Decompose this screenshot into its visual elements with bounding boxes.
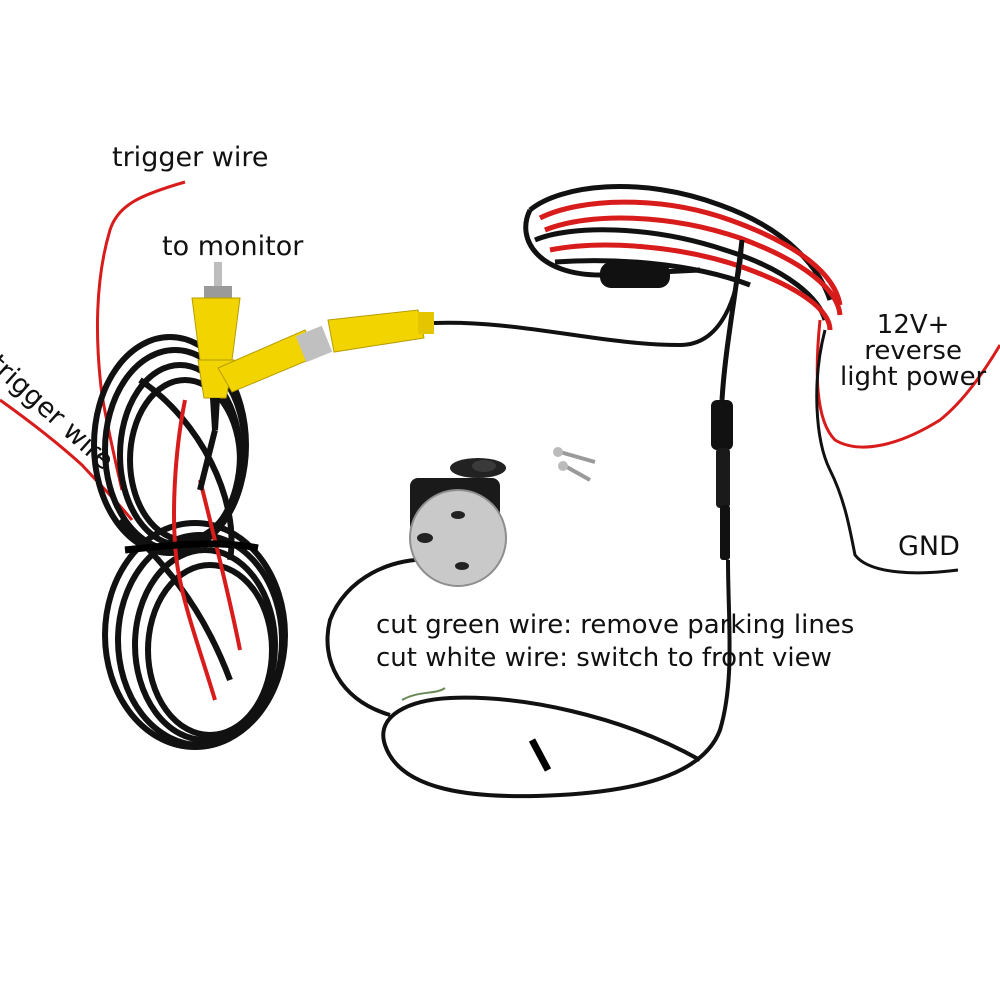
label-gnd: GND <box>898 531 960 562</box>
rca-connector-pair <box>217 309 434 393</box>
inline-connector <box>711 400 733 560</box>
camera-trunk-cable <box>719 239 745 401</box>
bundle-red-wires <box>172 399 242 701</box>
label-12v-reverse-power: 12V+ reverse light power <box>840 312 986 390</box>
label-cut-green-wire: cut green wire: remove parking lines <box>376 610 855 640</box>
label-power-line2: reverse <box>864 336 962 366</box>
label-cut-white-wire: cut white wire: switch to front view <box>376 643 832 673</box>
power-wire-coil <box>523 184 843 331</box>
camera-head <box>409 458 507 587</box>
green-white-wires <box>401 687 446 701</box>
camera-feed-cable <box>381 559 732 799</box>
label-to-monitor: to monitor <box>162 231 304 262</box>
camera-cable-loop <box>325 557 441 717</box>
gnd-lead <box>815 329 959 575</box>
bundle-cable-tie <box>124 540 259 554</box>
trigger-wire-red-top <box>95 180 186 491</box>
mounting-screws <box>553 447 596 482</box>
label-power-line1: 12V+ <box>876 310 950 340</box>
camera-cable-tie <box>528 738 552 772</box>
label-trigger-wire-top: trigger wire <box>112 142 269 173</box>
power-junction <box>600 262 670 288</box>
label-power-line3: light power <box>840 362 987 392</box>
rca-link-cable <box>197 429 218 491</box>
